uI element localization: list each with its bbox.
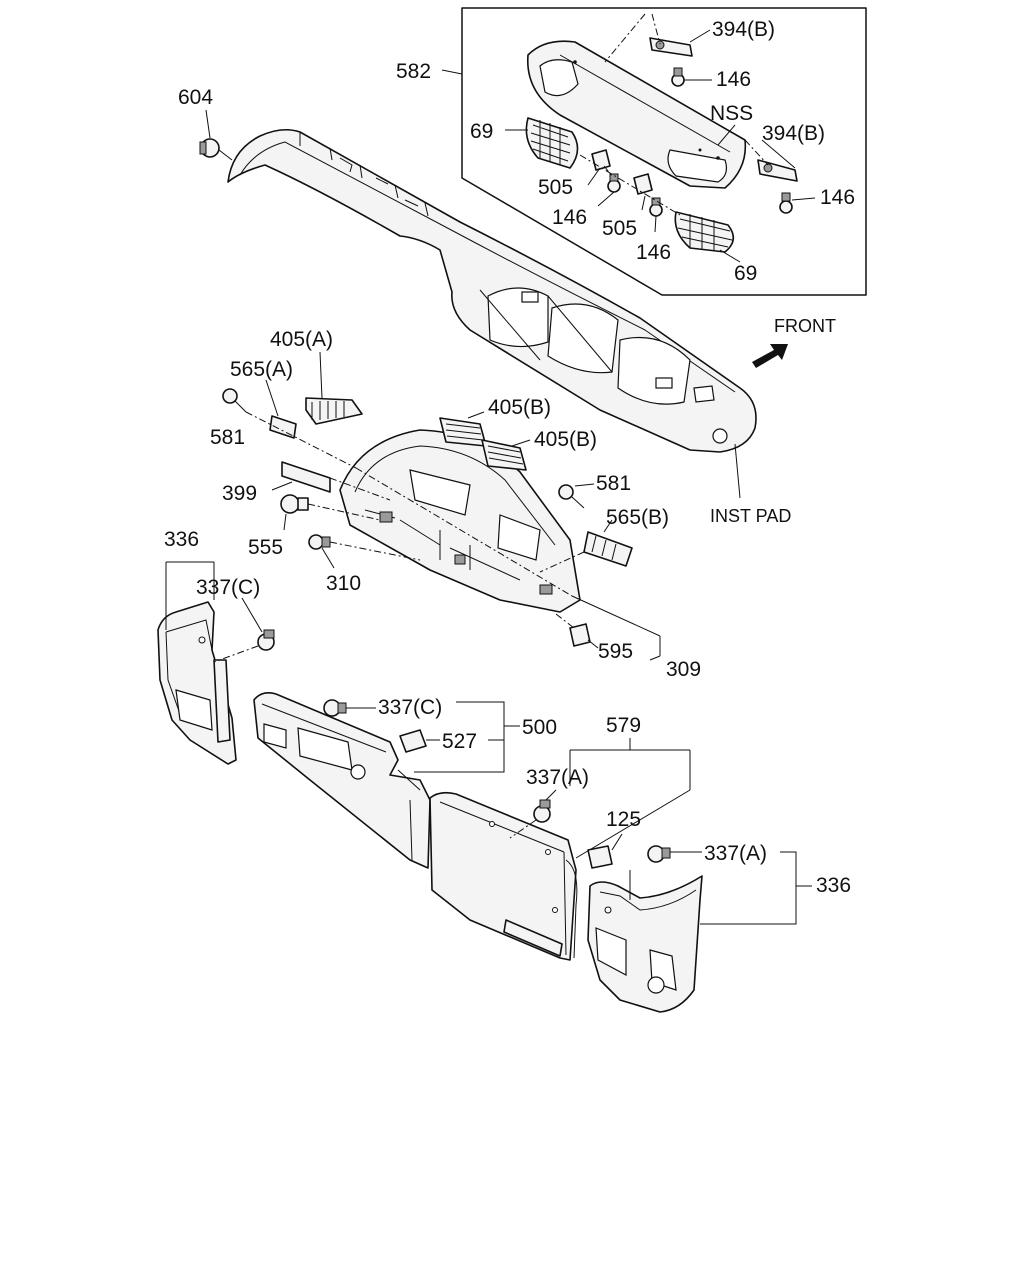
bracket-565a <box>265 379 297 439</box>
label-500: 500 <box>522 716 557 739</box>
label-505-center: 505 <box>602 217 637 240</box>
label-146-left: 146 <box>552 206 587 229</box>
screw-146-right <box>779 192 793 214</box>
label-505-left: 505 <box>538 176 573 199</box>
inset-leaders <box>505 13 816 263</box>
label-595: 595 <box>598 640 633 663</box>
clip-394b-top <box>649 37 693 57</box>
clip-604 <box>199 109 233 161</box>
side-panel-336-right <box>587 870 703 1013</box>
screw-581-right <box>558 483 595 509</box>
label-337a-right: 337(A) <box>704 842 767 865</box>
clip-337a-mid <box>509 789 557 839</box>
label-337c-left: 337(C) <box>196 576 260 599</box>
cluster-housing <box>339 429 581 613</box>
label-394b-top: 394(B) <box>712 18 775 41</box>
lower-trim-500 <box>253 692 431 869</box>
label-146-right: 146 <box>820 186 855 209</box>
label-399: 399 <box>222 482 257 505</box>
vent-405b-lower <box>481 439 531 471</box>
label-405a: 405(A) <box>270 328 333 351</box>
strip-399 <box>271 461 331 493</box>
bracket-336-right <box>700 851 797 925</box>
clip-595 <box>569 623 599 649</box>
label-565a: 565(A) <box>230 358 293 381</box>
glovebox-579 <box>429 738 691 961</box>
label-146-center: 146 <box>636 241 671 264</box>
vent-grille-69-right <box>674 211 735 253</box>
label-555: 555 <box>248 536 283 559</box>
label-125: 125 <box>606 808 641 831</box>
side-panel-336-left <box>157 561 237 765</box>
bracket-500 <box>414 701 520 773</box>
clip-337a-right <box>647 845 702 863</box>
front-arrow <box>752 344 788 368</box>
label-336-right: 336 <box>816 874 851 897</box>
inst-pad <box>227 128 757 453</box>
label-337a-mid: 337(A) <box>526 766 589 789</box>
leader-inst-pad <box>734 443 741 499</box>
label-309: 309 <box>666 658 701 681</box>
leader-582 <box>441 69 463 75</box>
clip-527 <box>399 729 440 753</box>
label-527: 527 <box>442 730 477 753</box>
upper-trim-panel-582 <box>527 40 747 189</box>
screw-310 <box>308 534 335 569</box>
screw-146-top <box>671 67 685 87</box>
label-565b: 565(B) <box>606 506 669 529</box>
screw-581-left <box>222 388 357 469</box>
label-310: 310 <box>326 572 361 595</box>
vent-grille-69-left <box>525 117 579 169</box>
cluster-leaders <box>307 467 661 661</box>
label-581-right: 581 <box>596 472 631 495</box>
clip-394b-mid <box>757 159 798 182</box>
bracket-565b <box>539 519 633 573</box>
label-579: 579 <box>606 714 641 737</box>
clip-125 <box>587 833 623 869</box>
label-front: FRONT <box>774 316 836 336</box>
clip-505-center <box>633 173 663 217</box>
label-405b-2: 405(B) <box>534 428 597 451</box>
clip-337c-left <box>213 597 275 663</box>
label-581-left: 581 <box>210 426 245 449</box>
label-69-left: 69 <box>470 120 493 143</box>
label-336-left: 336 <box>164 528 199 551</box>
label-394b-mid: 394(B) <box>762 122 825 145</box>
label-405b-1: 405(B) <box>488 396 551 419</box>
knob-555 <box>280 494 309 531</box>
label-582: 582 <box>396 60 431 83</box>
label-337c-mid: 337(C) <box>378 696 442 719</box>
vent-405a <box>305 351 363 425</box>
vent-405b-upper <box>439 411 487 447</box>
label-604: 604 <box>178 86 213 109</box>
label-nss: NSS <box>710 102 753 125</box>
label-146-top: 146 <box>716 68 751 91</box>
label-69-bottom: 69 <box>734 262 757 285</box>
label-inst-pad: INST PAD <box>710 506 791 526</box>
inset-box-nss <box>461 7 867 296</box>
clip-337c-mid <box>323 699 376 717</box>
